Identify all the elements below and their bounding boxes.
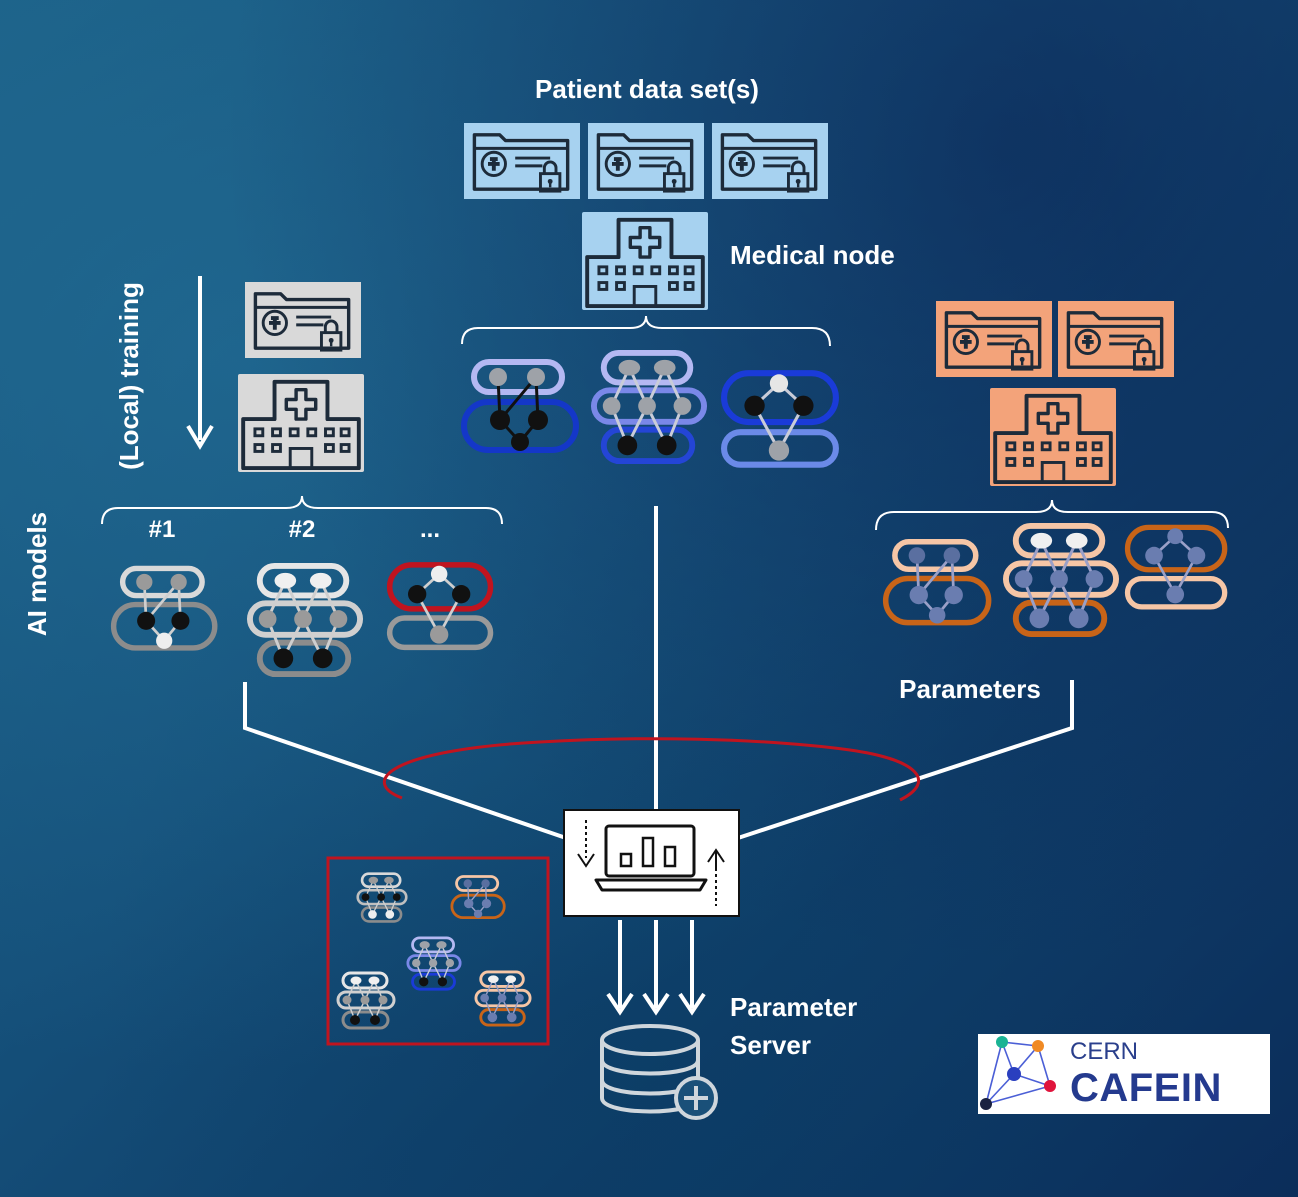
model-1-label: #1 (149, 516, 176, 543)
download-arrows (606, 920, 706, 1016)
neural-network-icon (338, 973, 394, 1028)
neural-network-icon (1005, 525, 1117, 635)
neural-network-icon (357, 873, 407, 922)
model-2-label: #2 (289, 516, 316, 543)
neural-network-icon (389, 564, 491, 648)
cern-cafein-logo: CERN CAFEIN (978, 1034, 1270, 1114)
model-more-label: ... (420, 516, 440, 543)
blue-models-brace (461, 315, 831, 347)
database-add-icon (600, 1024, 718, 1120)
aggregation-ring (382, 737, 921, 802)
local-training-label: (Local) training (114, 282, 144, 470)
orange-hospital (990, 388, 1116, 486)
training-arrow (186, 276, 214, 450)
blue-hospital (582, 212, 708, 310)
neural-network-icon (593, 352, 705, 462)
logo-cafein-text: CAFEIN (1070, 1066, 1222, 1110)
gray-hospital (238, 374, 364, 472)
orange-patient-data-folders (936, 301, 1174, 377)
medical-node-label: Medical node (730, 240, 895, 270)
neural-network-icon (451, 876, 505, 919)
parameter-server-label-line1: Parameter (730, 992, 857, 1022)
orange-model-group (885, 525, 1225, 635)
network-logo-icon (980, 1036, 1056, 1110)
ai-models-label: AI models (22, 512, 52, 636)
parameter-server-label-line2: Server (730, 1030, 811, 1060)
gray-model-group (113, 564, 491, 675)
neural-network-icon (464, 362, 576, 451)
gray-patient-data-folder (245, 282, 361, 358)
neural-network-icon (1127, 527, 1225, 607)
logo-cern-text: CERN (1070, 1038, 1139, 1065)
blue-model-group (464, 352, 836, 465)
patient-data-title: Patient data set(s) (535, 74, 759, 104)
neural-network-icon (724, 373, 836, 465)
neural-network-icon (475, 971, 531, 1026)
aggregated-models-box (326, 856, 550, 1046)
connection-lines (243, 506, 1074, 840)
blue-patient-data-folders (464, 123, 828, 199)
neural-network-icon (407, 937, 461, 990)
gray-models-brace (101, 495, 503, 525)
aggregator-box (563, 809, 740, 917)
neural-network-icon (885, 541, 989, 624)
neural-network-icon (113, 568, 215, 649)
neural-network-icon (249, 565, 361, 675)
orange-models-brace (875, 499, 1229, 531)
parameters-label: Parameters (899, 674, 1041, 704)
